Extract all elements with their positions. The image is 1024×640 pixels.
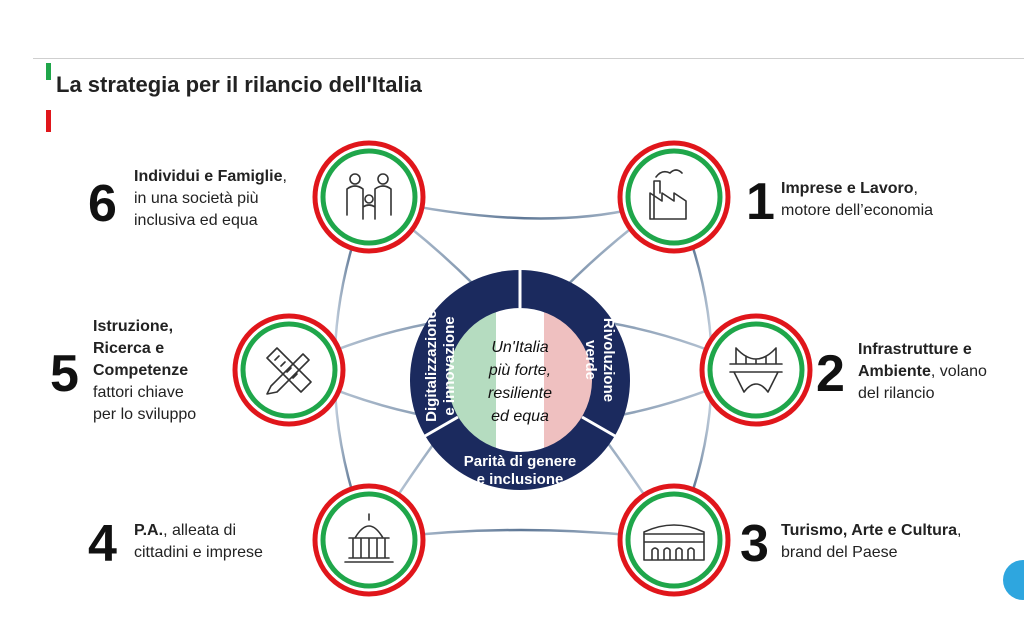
mission-3-label: Turismo, Arte e Cultura, brand del Paese	[781, 520, 961, 564]
bridge-icon	[729, 347, 783, 393]
government-building-icon	[344, 513, 394, 563]
mission-5-number: 5	[50, 345, 79, 403]
center-text-line1: Un'Italia	[491, 339, 548, 356]
ring-parity-line1: Parità di genere	[464, 453, 577, 470]
flag-red-bar	[46, 110, 51, 132]
mission-2-desc1: , volano	[930, 363, 987, 380]
page-title: La strategia per il rilancio dell'Italia	[56, 72, 422, 97]
mission-4-number: 4	[88, 515, 117, 573]
ring-digital-line2: e innovazione	[441, 316, 458, 415]
mission-5-title3: Competenze	[93, 362, 189, 379]
mission-4-desc2: cittadini e imprese	[134, 544, 263, 561]
mission-4-desc1: , alleata di	[163, 522, 236, 539]
mission-circles	[232, 140, 813, 597]
mission-2-number: 2	[816, 345, 845, 403]
mission-4-circle	[312, 483, 426, 597]
mission-2-label: Infrastrutture e Ambiente, volano del rila…	[858, 339, 987, 405]
center-text-line3: resiliente	[488, 385, 552, 402]
ring-green-line1: Rivoluzione	[600, 318, 617, 402]
ring-parity-line2: e inclusione	[477, 471, 564, 488]
mission-1-circle	[617, 140, 731, 254]
ruler-pencil-icon	[266, 347, 312, 395]
mission-5-desc1: fattori chiave	[93, 384, 184, 401]
center-hub: Digitalizzazione e innovazione Rivoluzio…	[410, 270, 630, 490]
mission-5-label: Istruzione, Ricerca e Competenze fattori ch…	[93, 316, 196, 426]
mission-3-number: 3	[740, 515, 769, 573]
mission-4-title: P.A.	[134, 522, 164, 539]
mission-1-title: Imprese e Lavoro	[781, 180, 914, 197]
ring-green-line2: verde	[582, 340, 599, 380]
mission-6-desc2: inclusiva ed equa	[134, 212, 258, 229]
mission-2-circle	[699, 313, 813, 427]
mission-1-desc: motore dell’economia	[781, 202, 934, 219]
colosseum-icon	[643, 524, 705, 561]
mission-1-label: Imprese e Lavoro, motore dell’economia	[781, 178, 933, 222]
telegram-share-button[interactable]	[1003, 560, 1024, 600]
mission-3-circle	[617, 483, 731, 597]
center-text-line4: ed equa	[491, 408, 549, 425]
center-text-line2: più forte,	[488, 362, 551, 379]
flag-green-bar	[46, 63, 51, 80]
ring-digital-line1: Digitalizzazione	[423, 310, 440, 422]
mission-6-desc1: in una società più	[134, 190, 259, 207]
mission-1-punct: ,	[913, 180, 918, 197]
mission-2-title2: Ambiente	[858, 363, 931, 380]
mission-5-title2: Ricerca e	[93, 340, 165, 357]
mission-3-desc: brand del Paese	[781, 544, 898, 561]
mission-1-number: 1	[746, 173, 775, 231]
mission-3-punct: ,	[957, 522, 962, 539]
factory-icon	[649, 169, 687, 220]
mission-6-label: Individui e Famiglie, in una società più i…	[134, 166, 287, 232]
mission-6-circle	[312, 140, 426, 254]
mission-3-title: Turismo, Arte e Cultura	[781, 522, 958, 539]
mission-6-title: Individui e Famiglie	[134, 168, 283, 185]
mission-5-desc2: per lo sviluppo	[93, 406, 197, 423]
mission-5-title1: Istruzione,	[93, 318, 174, 335]
family-icon	[346, 173, 392, 220]
top-divider	[33, 58, 1024, 59]
mission-6-number: 6	[88, 175, 117, 233]
mission-6-punct: ,	[282, 168, 287, 185]
mission-4-label: P.A., alleata di cittadini e imprese	[134, 520, 263, 564]
mission-5-circle	[232, 313, 346, 427]
mission-2-title: Infrastrutture e	[858, 341, 972, 358]
mission-2-desc2: del rilancio	[858, 385, 935, 402]
